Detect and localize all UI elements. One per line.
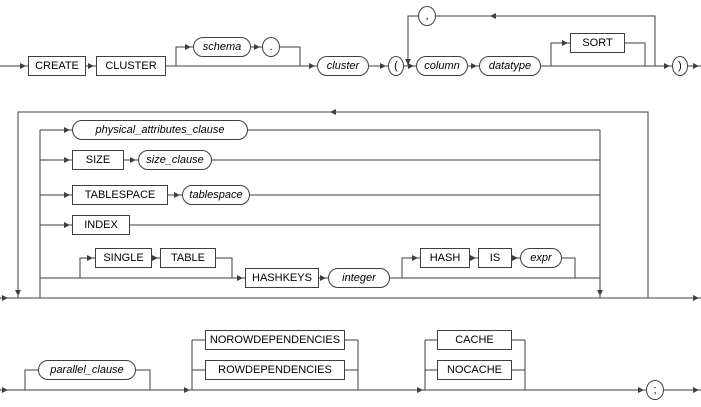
keyword-rowdependencies: ROWDEPENDENCIES bbox=[205, 360, 345, 380]
keyword-norowdependencies: NOROWDEPENDENCIES bbox=[205, 330, 345, 350]
keyword-sort: SORT bbox=[570, 33, 625, 53]
keyword-single: SINGLE bbox=[95, 248, 152, 268]
variable-column: column bbox=[416, 56, 468, 76]
keyword-is: IS bbox=[478, 248, 512, 268]
punct-dot: . bbox=[262, 37, 280, 57]
keyword-table: TABLE bbox=[160, 248, 216, 268]
variable-integer: integer bbox=[328, 268, 390, 288]
keyword-create: CREATE bbox=[28, 56, 86, 76]
punct-close-paren: ) bbox=[672, 56, 688, 76]
punct-semicolon: ; bbox=[646, 380, 664, 400]
keyword-cache: CACHE bbox=[437, 330, 512, 350]
keyword-tablespace: TABLESPACE bbox=[72, 185, 168, 205]
variable-cluster: cluster bbox=[317, 56, 369, 76]
variable-tablespace: tablespace bbox=[182, 185, 250, 205]
keyword-hash: HASH bbox=[420, 248, 470, 268]
variable-size-clause: size_clause bbox=[138, 150, 212, 170]
keyword-hashkeys: HASHKEYS bbox=[245, 268, 319, 288]
keyword-cluster: CLUSTER bbox=[96, 56, 166, 76]
keyword-size: SIZE bbox=[72, 150, 124, 170]
keyword-index: INDEX bbox=[72, 215, 130, 235]
variable-schema: schema bbox=[193, 37, 251, 57]
variable-datatype: datatype bbox=[479, 56, 541, 76]
punct-comma: , bbox=[418, 6, 436, 26]
arrowheads bbox=[2, 13, 699, 393]
connector-lines-row3 bbox=[0, 339, 701, 391]
punct-open-paren: ( bbox=[388, 56, 404, 76]
variable-physical-attributes-clause: physical_attributes_clause bbox=[72, 120, 248, 140]
keyword-nocache: NOCACHE bbox=[437, 360, 512, 380]
variable-expr: expr bbox=[520, 248, 562, 268]
variable-parallel-clause: parallel_clause bbox=[38, 360, 136, 380]
